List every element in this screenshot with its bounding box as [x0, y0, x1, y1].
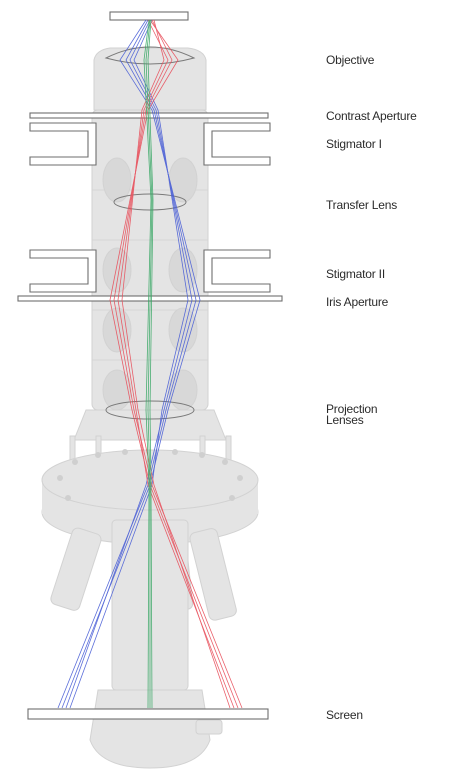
label-projection-lenses-line2: Lenses — [326, 415, 364, 425]
label-stigmator-2: Stigmator II — [326, 268, 385, 280]
label-objective: Objective — [326, 54, 374, 66]
label-iris-aperture: Iris Aperture — [326, 296, 388, 308]
label-screen: Screen — [326, 709, 363, 721]
label-contrast-aperture: Contrast Aperture — [326, 110, 417, 122]
label-transfer-lens: Transfer Lens — [326, 199, 397, 211]
label-stigmator-1: Stigmator I — [326, 138, 382, 150]
